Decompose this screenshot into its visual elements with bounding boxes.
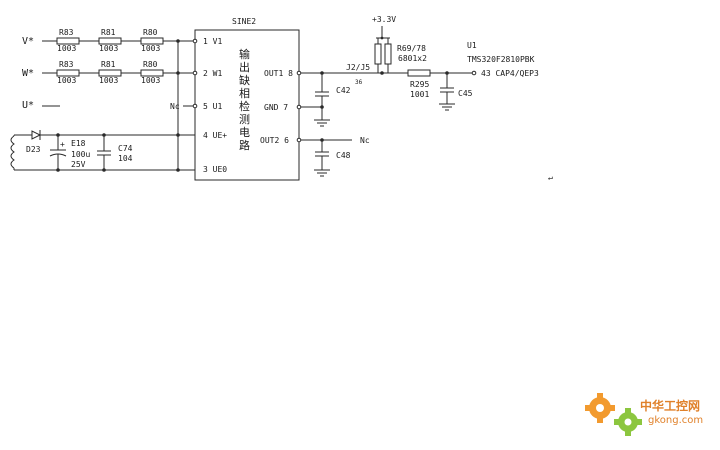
resistor-ref: R81 (101, 28, 116, 37)
input-v-label: V* (22, 36, 34, 47)
ic-title-vertical: 输 出 缺 相 检 测 电 路 (239, 47, 250, 152)
mcu-pin: 43 CAP4/QEP3 (481, 69, 539, 78)
resistor-r83-row1: R83 1003 (56, 28, 80, 53)
watermark-logo: 中华工控网 gkong.com (585, 393, 703, 436)
resistor-r295: R295 1001 (407, 69, 472, 99)
resistor-r81-row1: R81 1003 (98, 28, 122, 53)
pullup-ref: R69/78 (397, 44, 426, 53)
ic-pin-gnd: GND 7 (264, 103, 288, 112)
mcu-u1: U1 TMS320F2810PBK 43 CAP4/QEP3 (467, 41, 539, 78)
capacitor-c48: Nc C48 (301, 136, 370, 177)
watermark-url: gkong.com (648, 415, 703, 426)
resistor-value: 1003 (99, 76, 118, 85)
input-w-label: W* (22, 68, 34, 79)
gear-icon (585, 393, 615, 423)
ic-title-char: 缺 (239, 73, 250, 87)
ic-pin-out1: OUT1 8 (264, 69, 293, 78)
ic-name: SINE2 (232, 17, 256, 26)
electrolytic-ref: E18 (71, 139, 86, 148)
watermark-main: 中华工控网 (640, 398, 700, 413)
ic-title-char: 检 (239, 99, 250, 113)
ic-title-char: 路 (239, 139, 250, 152)
ic-title-char: 电 (239, 126, 250, 139)
mcu-part: TMS320F2810PBK (467, 55, 535, 64)
resistor-ref: R80 (143, 60, 158, 69)
resistor-value: 1003 (57, 44, 76, 53)
ic-nc-left: Nc (170, 102, 180, 111)
series-res-value: 1001 (410, 90, 429, 99)
capacitor-ref: C42 (336, 86, 351, 95)
power-3v3: +3.3V (372, 15, 396, 40)
capacitor-c74: C74 104 (97, 133, 133, 172)
resistor-r80-row2: R80 1003 (140, 60, 164, 85)
resistor-value: 1003 (141, 76, 160, 85)
resistor-r80-row1: R80 1003 (140, 28, 164, 53)
ic-title-char: 出 (239, 60, 250, 74)
electrolytic-value: 100u (71, 150, 90, 159)
resistor-ref: R83 (59, 60, 74, 69)
capacitor-c42: C42 (301, 73, 351, 127)
ic-pin-u1: 5 U1 (203, 102, 222, 111)
power-label: +3.3V (372, 15, 396, 24)
electrolytic-e18: + E18 100u 25V (49, 133, 90, 172)
bus-left-vertical (176, 39, 180, 172)
jumper-pin: 36 (355, 79, 363, 86)
ic-pin-ue-plus: 4 UE+ (203, 131, 227, 140)
capacitor-ref: C45 (458, 89, 473, 98)
resistor-ref: R81 (101, 60, 116, 69)
resistor-r83-row2: R83 1003 (56, 60, 80, 85)
ic-pin-w1: 2 W1 (203, 69, 222, 78)
input-u-label: U* (22, 100, 34, 111)
series-res-ref: R295 (410, 80, 429, 89)
capacitor-ref: C74 (118, 144, 133, 153)
resistor-value: 1003 (99, 44, 118, 53)
gear-icon (614, 408, 642, 436)
electrolytic-plus: + (60, 140, 65, 149)
ic-pin-out2: OUT2 6 (260, 136, 289, 145)
ic-pin-ue0: 3 UE0 (203, 165, 227, 174)
input-u-line: U* (22, 100, 60, 111)
pullup-r69-78: R69/78 6801x2 (374, 38, 427, 73)
resistor-value: 1003 (57, 76, 76, 85)
ic-title-char: 相 (239, 87, 250, 100)
return-mark: ↵ (548, 173, 553, 182)
mcu-ref: U1 (467, 41, 477, 50)
capacitor-c45: C45 (439, 73, 473, 111)
ic-title-char: 输 (239, 47, 250, 61)
diode-d23: D23 (26, 130, 42, 154)
capacitor-value: 104 (118, 154, 133, 163)
ic-sine2: SINE2 1 V1 2 W1 5 U1 4 UE+ 3 UE0 Nc OUT1… (170, 17, 302, 181)
out2-nc: Nc (360, 136, 370, 145)
ic-pin-v1: 1 V1 (203, 37, 222, 46)
resistor-ref: R83 (59, 28, 74, 37)
resistor-value: 1003 (141, 44, 160, 53)
ic-title-char: 测 (239, 113, 250, 126)
diode-ref: D23 (26, 145, 41, 154)
capacitor-ref: C48 (336, 151, 351, 160)
resistor-ref: R80 (143, 28, 158, 37)
electrolytic-voltage: 25V (71, 160, 86, 169)
pullup-value: 6801x2 (398, 54, 427, 63)
jumper-ref: J2/J5 (346, 63, 370, 72)
resistor-r81-row2: R81 1003 (98, 60, 122, 85)
